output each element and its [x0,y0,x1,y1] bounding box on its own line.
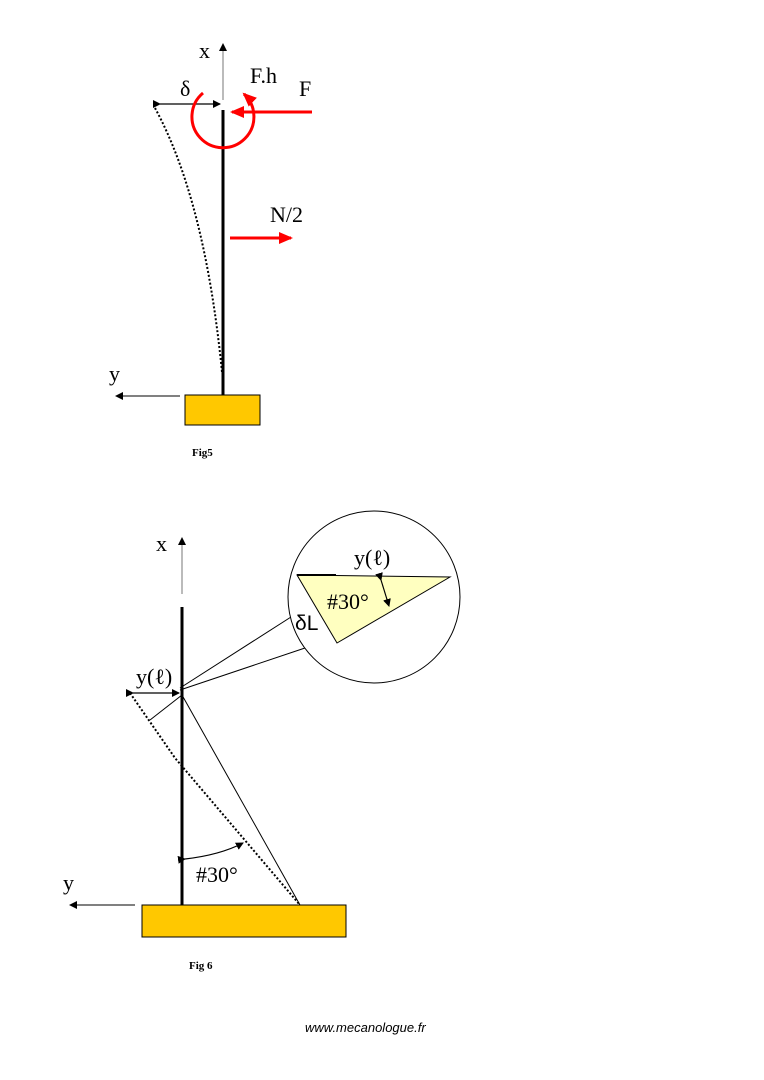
base-support [184,394,261,426]
angle-label: #30° [196,862,238,887]
zoom-delta-l-label: δL [295,612,318,635]
x-axis-label: x [199,38,210,63]
x-axis-label: x [156,531,167,556]
footer-url: www.mecanologue.fr [305,1020,426,1035]
short-line [149,694,183,721]
zoom-angle-label: #30° [327,589,369,614]
force-label: F [299,76,311,101]
deflection-label: y(ℓ) [136,664,172,689]
y-axis-label: y [109,361,120,386]
moment-label: F.h [250,63,277,88]
figure-5-caption: Fig5 [192,447,213,459]
angle-arc [177,842,244,864]
y-axis-label: y [63,870,74,895]
figure-5: x y δ F.h F N/2 Fig5 [109,38,312,459]
zoom-triangle [296,574,452,644]
delta-label: δ [180,76,190,101]
figure-6: x y y(ℓ) #30° y(ℓ) #30° δL Fig 6 [63,510,461,972]
zoom-angle-arrow [375,572,391,607]
deflected-shape [154,107,223,373]
zoom-deflection-label: y(ℓ) [354,545,390,570]
reaction-label: N/2 [270,202,303,227]
base-support [141,904,347,938]
callout-line [179,616,292,689]
callout-line [179,647,306,691]
chord-line [181,694,301,906]
figure-6-caption: Fig 6 [189,960,213,972]
